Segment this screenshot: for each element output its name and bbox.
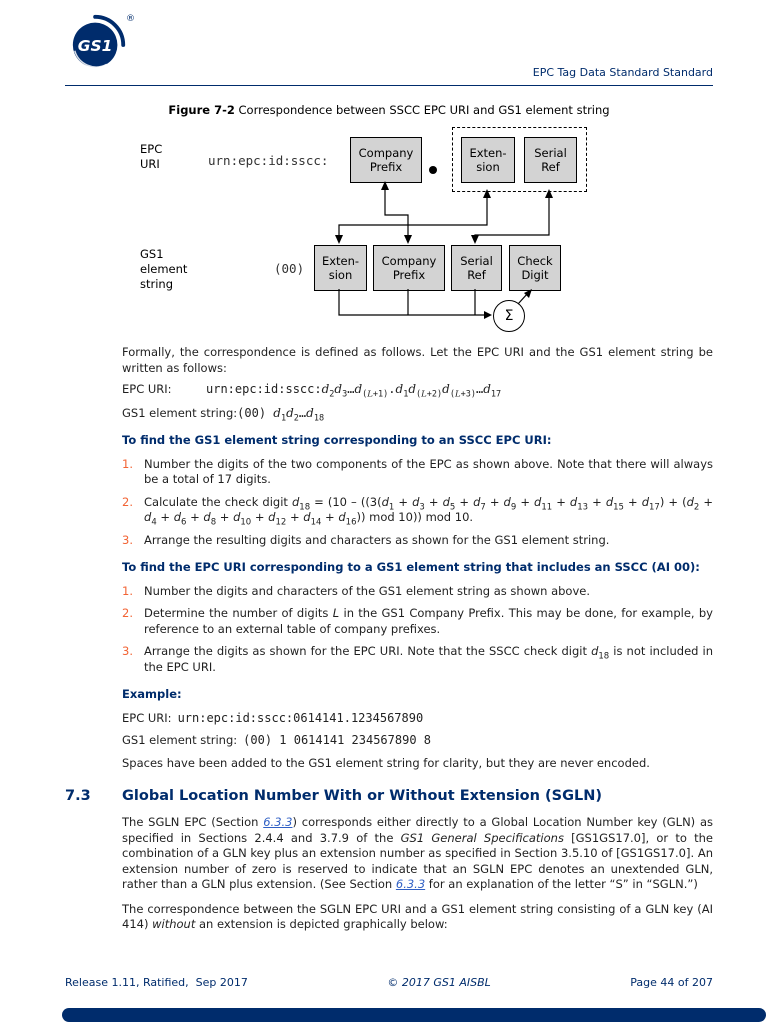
section-paragraph: The SGLN EPC (Section 6.3.3) corresponds… (122, 815, 713, 891)
heading-to-gs1: To find the GS1 element string correspon… (122, 433, 552, 447)
section-link[interactable]: 6.3.3 (263, 815, 293, 829)
section-title: Global Location Number With or Without E… (122, 788, 602, 804)
gs1-formula-line: GS1 element string:(00) d1d2…d18 (122, 405, 713, 423)
serial-group-dashed-box (452, 127, 587, 192)
serial-ref-box-bottom: Serial Ref (451, 245, 502, 291)
concatenation-dot (429, 166, 437, 174)
footer-page-number: Page 44 of 207 (630, 976, 713, 989)
example-gs1-value: (00) 1 0614141 234567890 8 (243, 733, 431, 747)
gs1-formula-value: (00) d1d2…d18 (237, 405, 325, 423)
ai-00-text: (00) (274, 261, 305, 276)
list-item-text: Number the digits and characters of the … (144, 583, 591, 598)
header-rule (65, 85, 713, 86)
gs1-formula-label: GS1 element string: (122, 405, 238, 420)
epc-uri-formula-value: urn:epc:id:sscc:d2d3…d(L+1).d1d(L+2)d(L+… (206, 382, 502, 400)
example-gs1-line: GS1 element string: (00) 1 0614141 234567… (122, 733, 713, 749)
list-item: 3. Arrange the digits as shown for the E… (122, 644, 713, 675)
page-footer: Release 1.11, Ratified, Sep 2017 © 2017 … (65, 976, 713, 989)
epc-uri-row-label: EPC URI (140, 142, 163, 171)
example-epc-label: EPC URI: (122, 710, 172, 725)
company-prefix-box-bottom: Company Prefix (373, 245, 445, 291)
list-item: 1. Number the digits of the two componen… (122, 457, 713, 488)
list-item-text: Calculate the check digit d18 = (10 – ((… (144, 494, 713, 528)
footer-release: Release 1.11, Ratified, Sep 2017 (65, 976, 248, 989)
sscc-correspondence-diagram: EPC URI urn:epc:id:sscc: Company Prefix … (0, 125, 768, 343)
gs1-logo: GS1 (72, 14, 126, 68)
footer-bar (62, 1008, 766, 1022)
list-marker: 3. (122, 532, 133, 547)
sigma-sum-circle: Σ (493, 300, 525, 332)
section-heading: 7.3 Global Location Number With or Witho… (65, 787, 713, 806)
example-heading: Example: (122, 687, 182, 701)
example-note: Spaces have been added to the GS1 elemen… (122, 755, 650, 770)
gs1-element-string-row-label: GS1 element string (140, 247, 188, 291)
list-item-text: Arrange the resulting digits and charact… (144, 532, 610, 547)
epc-uri-formula-line: EPC URI: urn:epc:id:sscc:d2d3…d(L+1).d1d(… (122, 382, 713, 400)
gs1-logo-text: GS1 (78, 37, 113, 55)
example-epc-value: urn:epc:id:sscc:0614141.1234567890 (177, 710, 424, 725)
epc-uri-scheme-text: urn:epc:id:sscc: (208, 153, 329, 168)
list-marker: 2. (122, 494, 133, 509)
extension-box-top: Exten- sion (461, 137, 515, 183)
header-title: EPC Tag Data Standard Standard (532, 66, 713, 79)
figure-caption-text: Correspondence between SSCC EPC URI and … (234, 103, 610, 117)
company-prefix-box-top: Company Prefix (350, 137, 422, 183)
list-marker: 2. (122, 606, 133, 620)
example-gs1-label: GS1 element string: (122, 733, 238, 747)
figure-caption: Figure 7-2 Correspondence between SSCC E… (65, 103, 713, 117)
section-paragraph: The correspondence between the SGLN EPC … (122, 901, 713, 932)
list-item-text: Arrange the digits as shown for the EPC … (144, 644, 714, 674)
body-content: Formally, the correspondence is defined … (65, 345, 713, 939)
list-item: 3. Arrange the resulting digits and char… (122, 533, 713, 549)
list-marker: 3. (122, 644, 133, 658)
epc-uri-formula-label: EPC URI: (122, 382, 172, 396)
section-link[interactable]: 6.3.3 (395, 877, 426, 891)
example-epc-line: EPC URI: urn:epc:id:sscc:0614141.12345678… (122, 711, 713, 727)
serial-ref-box-top: Serial Ref (524, 137, 577, 183)
registered-mark-icon: ® (126, 14, 135, 24)
check-digit-box-bottom: Check Digit (509, 245, 561, 291)
list-item: 2. Calculate the check digit d18 = (10 –… (122, 494, 713, 528)
section-number: 7.3 (65, 788, 91, 804)
list-item: 2. Determine the number of digits L in t… (122, 606, 713, 637)
list-item-text: Determine the number of digits L in the … (144, 606, 713, 636)
footer-copyright: © 2017 GS1 AISBL (387, 976, 491, 989)
list-item: 1. Number the digits and characters of t… (122, 584, 713, 600)
list-marker: 1. (122, 456, 133, 471)
list-marker: 1. (122, 583, 133, 598)
extension-box-bottom: Exten- sion (314, 245, 367, 291)
heading-to-epc: To find the EPC URI corresponding to a G… (122, 560, 700, 574)
intro-paragraph: Formally, the correspondence is defined … (122, 345, 713, 375)
list-item-text: Number the digits of the two components … (144, 456, 713, 487)
figure-caption-label: Figure 7-2 (168, 103, 235, 117)
